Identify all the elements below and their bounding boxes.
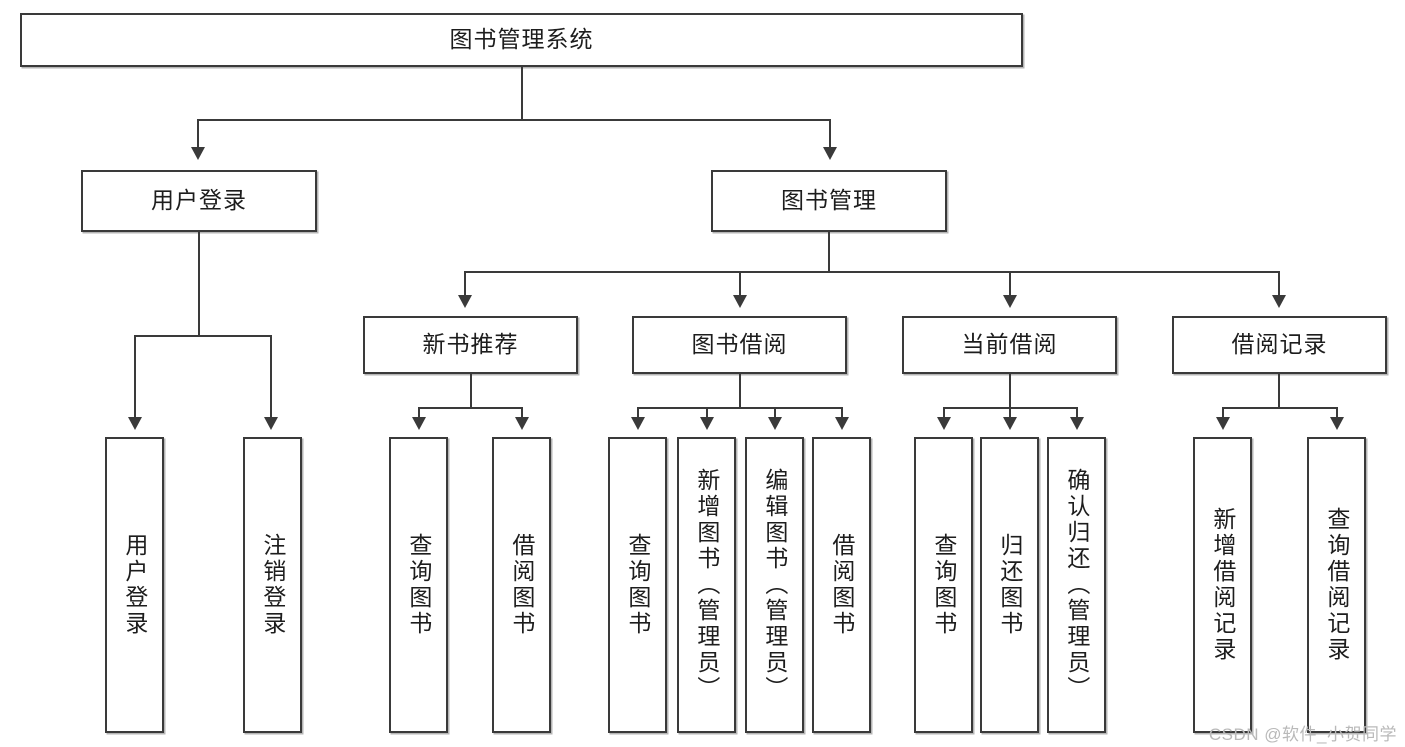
node-label: 新书推荐 (422, 331, 519, 358)
node-label: 借阅图书 (508, 533, 535, 637)
connector-bm-drop-borrow-record (1278, 271, 1280, 297)
node-new-book-recommend[interactable]: 新书推荐 (363, 316, 578, 374)
arrowhead-bb-leaf-2 (700, 417, 714, 430)
connector-cb-drop-3 (1076, 407, 1078, 419)
node-book-borrow[interactable]: 图书借阅 (632, 316, 847, 374)
connector-br-drop-2 (1336, 407, 1338, 419)
arrowhead-cb-leaf-2 (1003, 417, 1017, 430)
connector-new-book-split-bar (418, 407, 523, 409)
connector-bm-drop-new-book (464, 271, 466, 297)
leaf-new-book-borrow-book[interactable]: 借阅图书 (492, 437, 551, 733)
connector-bm-drop-current-borrow (1009, 271, 1011, 297)
arrowhead-bb-leaf-4 (835, 417, 849, 430)
leaf-current-borrow-return-book[interactable]: 归还图书 (980, 437, 1039, 733)
connector-new-book-drop-1 (418, 407, 420, 419)
connector-bb-drop-1 (637, 407, 639, 419)
arrowhead-user-login (191, 147, 205, 160)
connector-root-to-user-login (197, 119, 199, 149)
node-user-login[interactable]: 用户登录 (81, 170, 317, 232)
connector-borrow-record-stem (1278, 374, 1280, 408)
leaf-borrow-record-add-record[interactable]: 新增借阅记录 (1193, 437, 1252, 733)
connector-borrow-record-split-bar (1222, 407, 1336, 409)
arrowhead-bb-leaf-3 (768, 417, 782, 430)
node-borrow-record[interactable]: 借阅记录 (1172, 316, 1387, 374)
node-label: 借阅记录 (1231, 331, 1328, 358)
connector-bb-drop-4 (841, 407, 843, 419)
arrowhead-cb-leaf-1 (937, 417, 951, 430)
connector-br-drop-1 (1222, 407, 1224, 419)
connector-current-borrow-stem (1009, 374, 1011, 408)
node-label: 查询图书 (405, 533, 432, 637)
arrowhead-borrow-record (1272, 295, 1286, 308)
leaf-current-borrow-confirm-return-admin[interactable]: 确认归还（管理员） (1047, 437, 1106, 733)
leaf-current-borrow-query-book[interactable]: 查询图书 (914, 437, 973, 733)
connector-book-borrow-split-bar (637, 407, 843, 409)
connector-root-stem (521, 67, 523, 119)
node-label: 新增图书（管理员） (693, 468, 720, 702)
arrowhead-new-book (458, 295, 472, 308)
node-label: 借阅图书 (828, 533, 855, 637)
connector-cb-drop-1 (943, 407, 945, 419)
node-label: 查询借阅记录 (1323, 507, 1350, 663)
connector-new-book-drop-2 (521, 407, 523, 419)
connector-user-login-drop-1 (134, 335, 136, 419)
leaf-book-borrow-borrow-book[interactable]: 借阅图书 (812, 437, 871, 733)
node-label: 用户登录 (151, 187, 247, 214)
connector-book-management-split-bar (464, 271, 1280, 273)
connector-bb-drop-2 (706, 407, 708, 419)
node-current-borrow[interactable]: 当前借阅 (902, 316, 1117, 374)
connector-user-login-drop-2 (270, 335, 272, 419)
arrowhead-book-borrow (733, 295, 747, 308)
arrowhead-br-leaf-2 (1330, 417, 1344, 430)
arrowhead-book-management (823, 147, 837, 160)
connector-book-borrow-stem (739, 374, 741, 408)
arrowhead-cb-leaf-3 (1070, 417, 1084, 430)
node-label: 编辑图书（管理员） (761, 468, 788, 702)
connector-new-book-stem (470, 374, 472, 408)
connector-root-split-bar (197, 119, 831, 121)
arrowhead-br-leaf-1 (1216, 417, 1230, 430)
node-label: 查询图书 (624, 533, 651, 637)
node-label: 确认归还（管理员） (1063, 468, 1090, 702)
node-label: 图书借阅 (691, 331, 788, 358)
arrowhead-current-borrow (1003, 295, 1017, 308)
node-label: 当前借阅 (961, 331, 1058, 358)
node-label: 图书管理 (781, 187, 877, 214)
leaf-book-borrow-edit-book-admin[interactable]: 编辑图书（管理员） (745, 437, 804, 733)
connector-book-management-stem (828, 232, 830, 272)
connector-user-login-stem (198, 232, 200, 336)
leaf-borrow-record-query-record[interactable]: 查询借阅记录 (1307, 437, 1366, 733)
node-root-book-management-system[interactable]: 图书管理系统 (20, 13, 1023, 67)
leaf-book-borrow-add-book-admin[interactable]: 新增图书（管理员） (677, 437, 736, 733)
node-label: 用户登录 (121, 533, 148, 637)
node-label: 注销登录 (259, 533, 286, 637)
arrowhead-leaf-user-login-1 (128, 417, 142, 430)
leaf-new-book-query-book[interactable]: 查询图书 (389, 437, 448, 733)
node-book-management[interactable]: 图书管理 (711, 170, 947, 232)
node-label: 图书管理系统 (449, 26, 594, 53)
leaf-book-borrow-query-book[interactable]: 查询图书 (608, 437, 667, 733)
arrowhead-nb-leaf-2 (515, 417, 529, 430)
node-label: 新增借阅记录 (1209, 507, 1236, 663)
connector-user-login-split-bar (134, 335, 270, 337)
connector-cb-drop-2 (1009, 407, 1011, 419)
leaf-user-login-login[interactable]: 用户登录 (105, 437, 164, 733)
arrowhead-bb-leaf-1 (631, 417, 645, 430)
leaf-user-login-logout[interactable]: 注销登录 (243, 437, 302, 733)
connector-bb-drop-3 (774, 407, 776, 419)
connector-bm-drop-book-borrow (739, 271, 741, 297)
arrowhead-leaf-user-login-2 (264, 417, 278, 430)
node-label: 归还图书 (996, 533, 1023, 637)
connector-root-to-book-management (829, 119, 831, 149)
arrowhead-nb-leaf-1 (412, 417, 426, 430)
node-label: 查询图书 (930, 533, 957, 637)
